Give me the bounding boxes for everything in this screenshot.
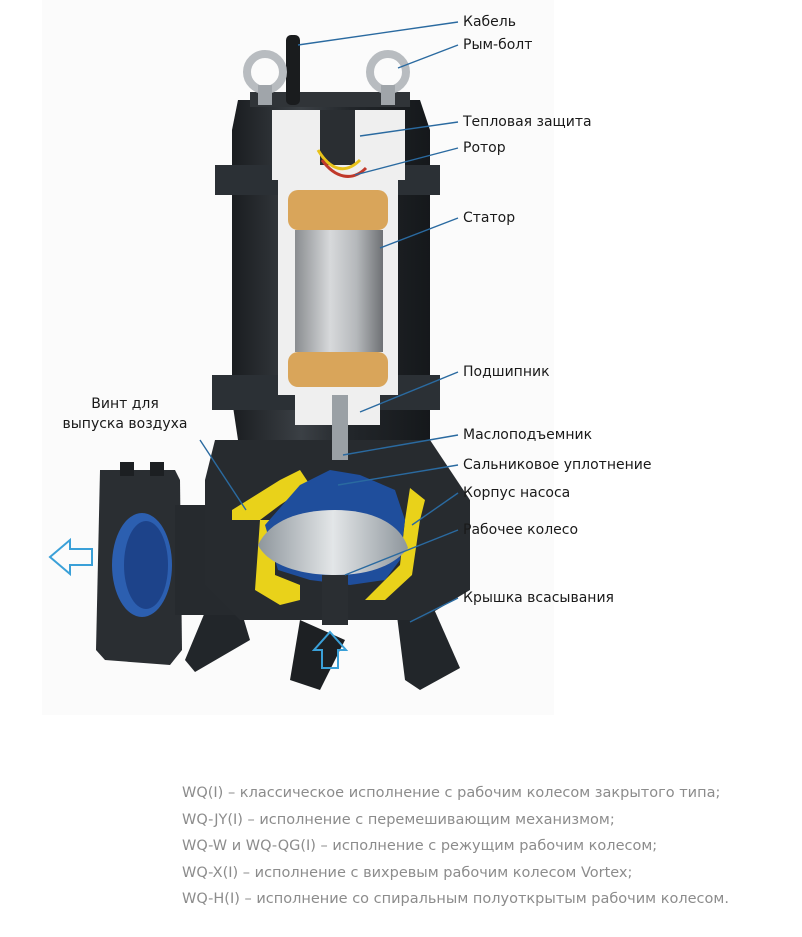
air-release-line-1: Винт для [91,396,159,412]
pump-legs [185,600,460,690]
variant-item: WQ(I) – классическое исполнение с рабочи… [182,785,721,801]
label-air-release-screw: Винт для выпуска воздуха [50,394,200,434]
leader-stator [379,217,459,249]
label-thermal-protection: Тепловая защита [463,114,592,130]
label-stator: Статор [463,210,516,226]
leader-eyebolt [397,44,459,69]
cutaway-section [232,110,425,625]
variant-item: WQ-X(I) – исполнение с вихревым рабочим … [182,864,633,881]
leader-air-release [199,439,247,511]
leader-impeller [344,529,459,576]
label-bearing: Подшипник [463,364,550,380]
leader-thermal [359,121,459,137]
label-suction-cover: Крышка всасывания [463,590,614,606]
variant-list: WQ(I) – классическое исполнение с рабочи… [182,780,729,913]
leader-bearing [359,371,459,413]
leader-cable [297,21,459,46]
air-release-line-2: выпуска воздуха [62,416,188,432]
leader-suction-cover [409,597,459,623]
label-oil-lifter: Маслоподъемник [463,427,593,443]
label-impeller: Рабочее колесо [463,522,579,538]
suction-flow-arrow [311,630,349,669]
label-rotor: Ротор [463,140,506,156]
label-gland-seal: Сальниковое уплотнение [463,457,652,473]
leader-oil-lifter [342,434,459,456]
pump-cutaway-diagram [48,21,470,690]
variant-item: WQ-W и WQ-QG(I) – исполнение с режущим р… [182,838,658,854]
discharge-flow-arrow [48,537,93,577]
label-eyebolt: Рым-болт [463,37,533,53]
variant-item: WQ-H(I) – исполнение со спиральным полуо… [182,891,729,907]
leader-pump-housing [411,492,459,526]
leader-gland-seal [337,464,459,486]
leader-rotor [354,147,459,176]
cable-and-eyebolts [243,35,410,105]
label-pump-housing: Корпус насоса [463,485,571,501]
label-cable: Кабель [463,14,516,30]
variant-item: WQ-JY(I) – исполнение с перемешивающим м… [182,811,615,828]
